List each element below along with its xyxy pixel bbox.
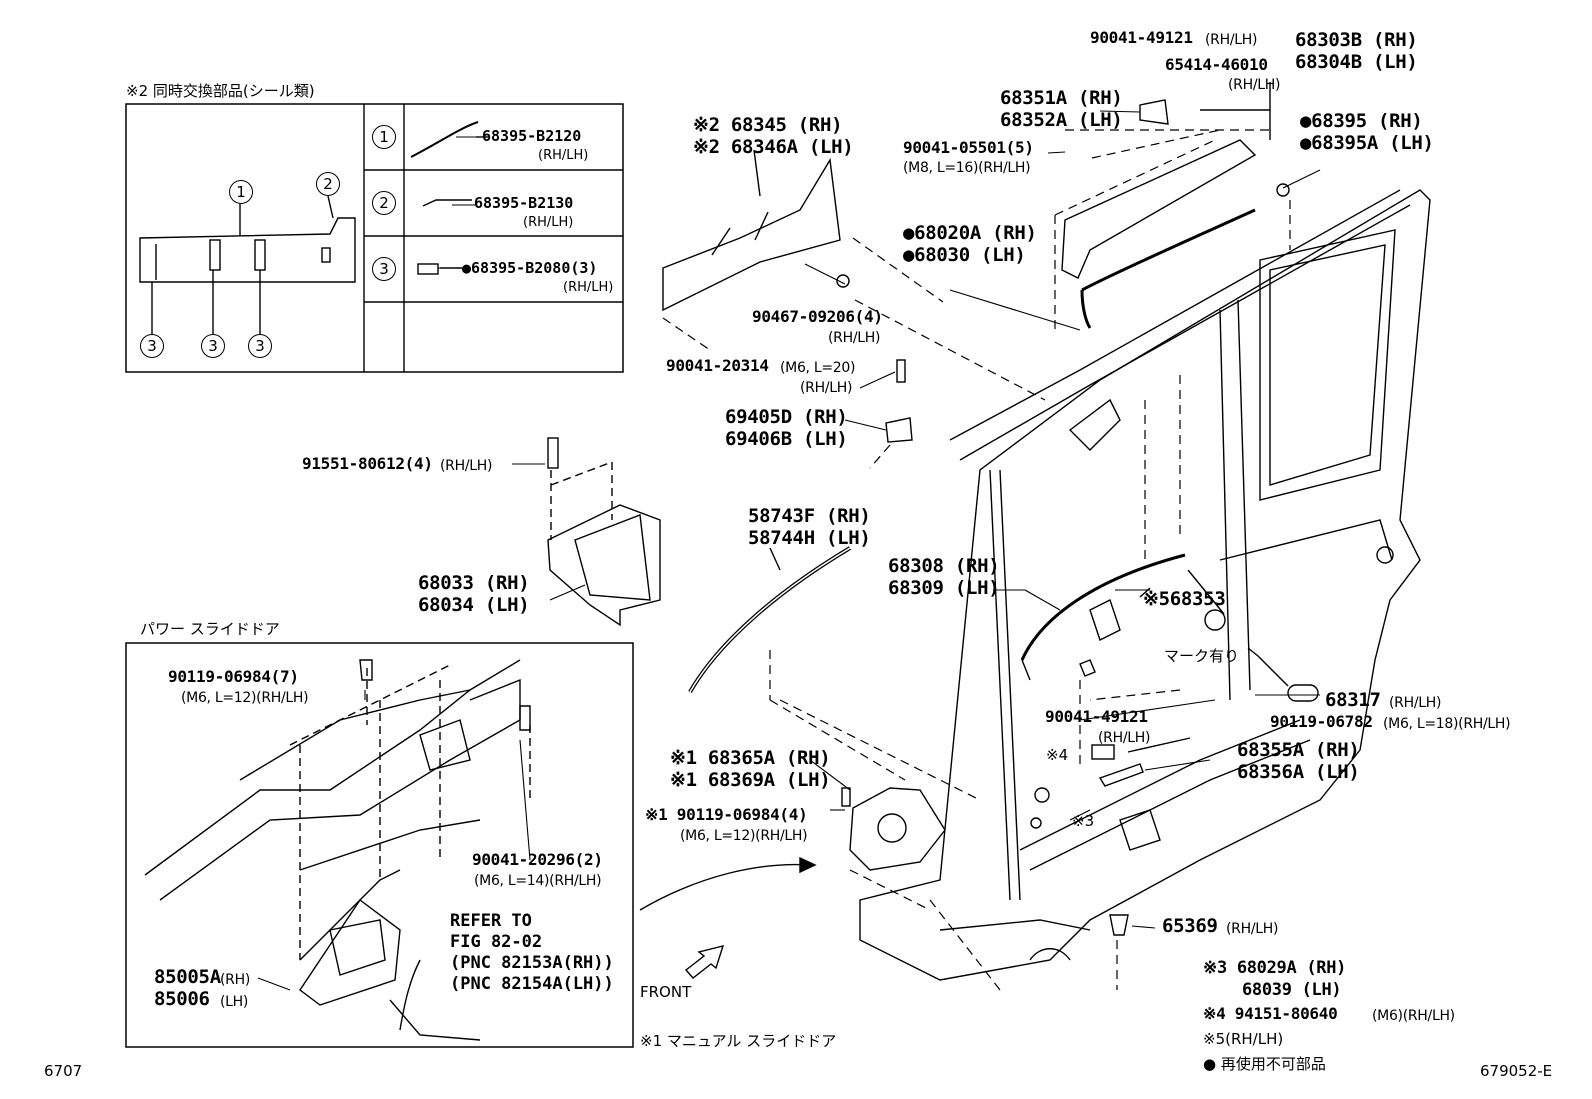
refer-line-2: FIG 82-02 <box>450 932 543 952</box>
label-58743f: 58743F (RH) <box>748 505 871 527</box>
label-69405d: 69405D (RH) <box>725 406 848 428</box>
label-91551-80612-note: (RH/LH) <box>440 458 493 474</box>
label-90119-06984-7: 90119-06984(7) <box>168 667 299 686</box>
label-68352a: 68352A (LH) <box>1000 109 1123 131</box>
legend-title: ※2 同時交換部品(シール類) <box>126 82 315 100</box>
label-68020a: ●68020A (RH) <box>903 222 1037 244</box>
label-90119-06782: 90119-06782 <box>1270 712 1373 731</box>
note-bullet-non-reusable: ● 再使用不可部品 <box>1203 1055 1326 1073</box>
note-4-spec: (M6)(RH/LH) <box>1372 1008 1455 1024</box>
note-4-part: ※4 94151-80640 <box>1203 1004 1338 1023</box>
label-90041-49121-top: 90041-49121 <box>1090 28 1193 47</box>
legend-row-3-note: (RH/LH) <box>563 280 614 295</box>
label-68034: 68034 (LH) <box>418 594 530 616</box>
label-68033: 68033 (RH) <box>418 572 530 594</box>
diagram-number-2: 2 <box>316 172 340 196</box>
label-85005a-side: (RH) <box>220 972 250 988</box>
figure-id-right: 679052-E <box>1480 1062 1553 1080</box>
label-65369-note: (RH/LH) <box>1226 921 1279 937</box>
label-90467-09206: 90467-09206(4) <box>752 307 883 326</box>
label-85006-side: (LH) <box>220 994 249 1010</box>
refer-line-3: (PNC 82153A(RH)) <box>450 953 614 973</box>
inset-title: パワー スライドドア <box>140 620 280 638</box>
label-90041-05501: 90041-05501(5) <box>903 138 1034 157</box>
label-90041-49121-top-note: (RH/LH) <box>1205 32 1258 48</box>
label-90467-09206-note: (RH/LH) <box>828 330 881 346</box>
label-68346a: ※2 68346A (LH) <box>693 136 854 158</box>
diagram-number-3b: 3 <box>201 334 225 358</box>
label-65414-46010-note: (RH/LH) <box>1228 77 1281 93</box>
label-90041-20296-spec: (M6, L=14)(RH/LH) <box>474 873 602 889</box>
label-68303b: 68303B (RH) <box>1295 29 1418 51</box>
label-note-4-marker: ※4 <box>1046 746 1069 764</box>
label-mark: マーク有り <box>1164 647 1240 665</box>
legend-row-3-number: 3 <box>372 257 396 281</box>
label-90119-06984-4-spec: (M6, L=12)(RH/LH) <box>680 828 808 844</box>
label-58744h: 58744H (LH) <box>748 527 871 549</box>
refer-line-4: (PNC 82154A(LH)) <box>450 974 614 994</box>
label-90041-20314: 90041-20314 <box>666 356 769 375</box>
legend-row-1-note: (RH/LH) <box>538 148 589 163</box>
legend-row-3-part: ●68395-B2080(3) <box>462 259 598 277</box>
label-68395: ●68395 (RH) <box>1300 110 1423 132</box>
label-68345: ※2 68345 (RH) <box>693 114 843 136</box>
label-90119-06984-7-spec: (M6, L=12)(RH/LH) <box>181 690 309 706</box>
label-85005a: 85005A <box>154 966 221 988</box>
label-front: FRONT <box>640 983 692 1001</box>
label-68356a: 68356A (LH) <box>1237 761 1360 783</box>
label-68355a: 68355A (RH) <box>1237 739 1360 761</box>
legend-row-1-number: 1 <box>372 125 396 149</box>
legend-row-2-note: (RH/LH) <box>523 215 574 230</box>
label-90041-20314-note: (RH/LH) <box>800 380 853 396</box>
label-68308: 68308 (RH) <box>888 555 1000 577</box>
diagram-number-3c: 3 <box>248 334 272 358</box>
note-5: ※5(RH/LH) <box>1203 1030 1284 1048</box>
legend-row-2-number: 2 <box>372 191 396 215</box>
label-90041-20296: 90041-20296(2) <box>472 850 603 869</box>
label-90119-06984-4: ※1 90119-06984(4) <box>645 805 808 824</box>
label-68309: 68309 (LH) <box>888 577 1000 599</box>
label-90041-20314-spec: (M6, L=20) <box>780 360 856 376</box>
diagram-number-3a: 3 <box>140 334 164 358</box>
label-68395a: ●68395A (LH) <box>1300 132 1434 154</box>
label-85006: 85006 <box>154 988 210 1010</box>
label-68351a: 68351A (RH) <box>1000 87 1123 109</box>
label-91551-80612: 91551-80612(4) <box>302 454 433 473</box>
label-note-3-marker: ※3 <box>1072 812 1095 830</box>
label-90041-49121-mid-note: (RH/LH) <box>1098 730 1151 746</box>
legend-row-2-part: 68395-B2130 <box>474 194 574 212</box>
note-3-part-lh: 68039 (LH) <box>1242 980 1342 1000</box>
label-68369a: ※1 68369A (LH) <box>670 769 831 791</box>
label-68304b: 68304B (LH) <box>1295 51 1418 73</box>
label-68317: 68317 <box>1325 689 1381 711</box>
figure-id-left: 6707 <box>44 1062 83 1080</box>
legend-row-1-part: 68395-B2120 <box>482 127 582 145</box>
label-90041-05501-spec: (M8, L=16)(RH/LH) <box>903 160 1031 176</box>
label-90119-06782-spec: (M6, L=18)(RH/LH) <box>1383 716 1511 732</box>
note-3-part-rh: ※3 68029A (RH) <box>1203 958 1347 978</box>
label-68030: ●68030 (LH) <box>903 244 1026 266</box>
label-68317-note: (RH/LH) <box>1389 695 1442 711</box>
label-69406b: 69406B (LH) <box>725 428 848 450</box>
refer-line-1: REFER TO <box>450 911 532 931</box>
label-68353: ※568353 <box>1143 588 1226 610</box>
diagram-number-1: 1 <box>229 180 253 204</box>
label-68365a: ※1 68365A (RH) <box>670 747 831 769</box>
label-65414-46010: 65414-46010 <box>1165 55 1268 74</box>
label-65369: 65369 <box>1162 915 1218 937</box>
label-90041-49121-mid: 90041-49121 <box>1045 707 1148 726</box>
label-manual-slide-door: ※1 マニュアル スライドドア <box>640 1032 837 1050</box>
